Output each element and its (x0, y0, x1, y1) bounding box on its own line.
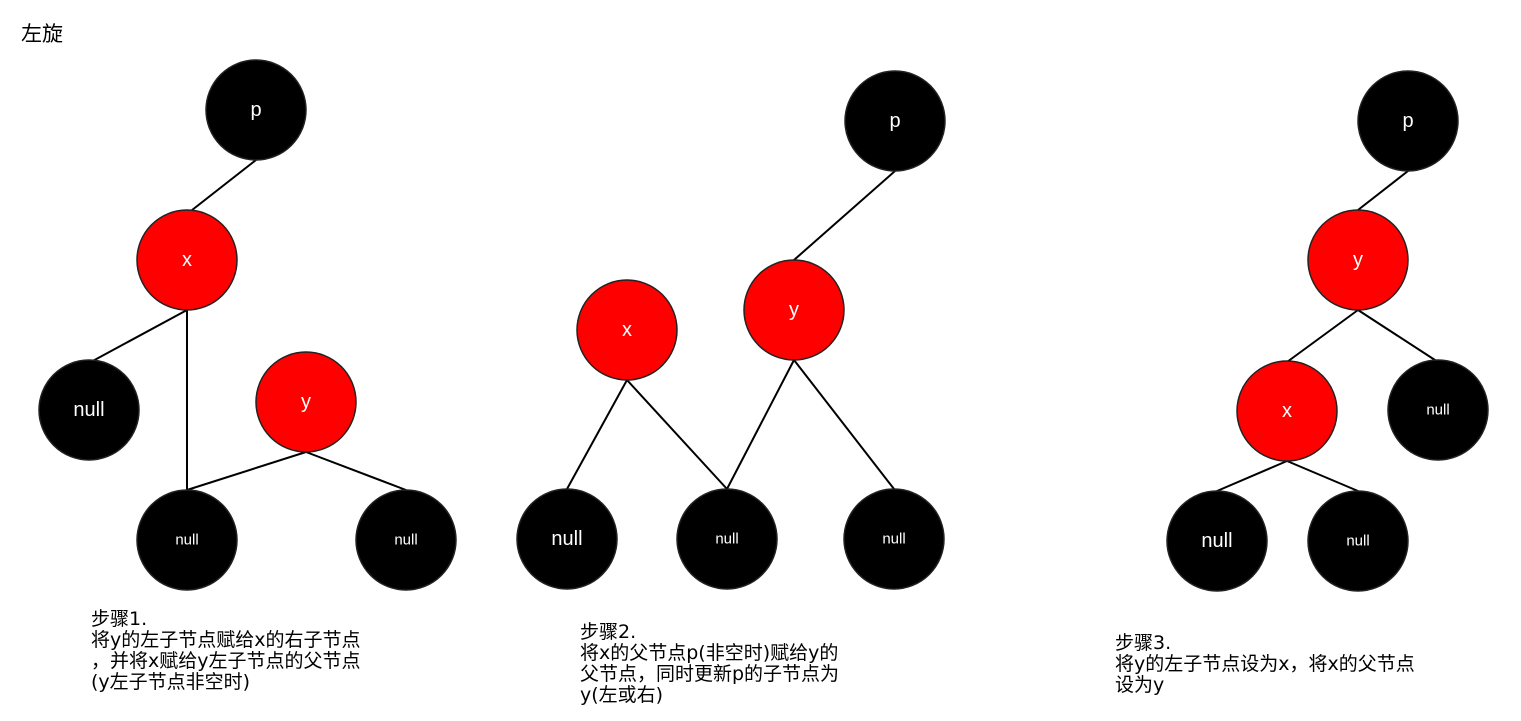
node-null-left: null (516, 488, 618, 590)
node-label: x (1282, 400, 1292, 422)
node-p: p (205, 59, 307, 161)
caption-line: 步骤2. (580, 621, 637, 643)
node-label: null (882, 531, 905, 548)
step1-caption: 步骤1. 将y的左子节点赋给x的右子节点 ，并将x赋给y左子节点的父节点 (y左… (91, 609, 361, 693)
node-null-left: null (1166, 490, 1268, 592)
edge-x-null2 (1286, 460, 1359, 492)
node-label: null (1346, 533, 1369, 550)
node-p: p (844, 70, 946, 172)
node-y: y (743, 259, 845, 361)
step3-caption: 步骤3. 将y的左子节点设为x，将x的父节点 设为y (1115, 633, 1415, 696)
node-null-middle: null (136, 489, 238, 591)
node-label: null (715, 531, 738, 548)
edge-y-null2 (726, 359, 795, 490)
node-label: null (73, 399, 104, 421)
node-label: x (182, 249, 192, 271)
node-label: y (301, 391, 311, 413)
node-null-left: null (38, 359, 140, 461)
node-label: y (789, 299, 799, 321)
caption-line: 将y的左子节点赋给x的右子节点 (91, 629, 361, 651)
node-label: null (1201, 530, 1232, 552)
node-label: null (175, 532, 198, 549)
node-x: x (136, 209, 238, 311)
step2-tree: p x y null null null (516, 70, 946, 590)
node-null-right: null (355, 489, 457, 591)
node-label: null (551, 528, 582, 550)
node-y: y (1307, 209, 1409, 311)
node-null-middle: null (676, 488, 778, 590)
node-label: null (394, 532, 417, 549)
edge-y-null (1357, 309, 1439, 363)
step2-caption: 步骤2. 将x的父节点p(非空时)赋给y的 父节点，同时更新p的子节点为 y(左… (580, 622, 839, 706)
node-label: p (889, 110, 900, 132)
caption-line: 将x的父节点p(非空时)赋给y的 (580, 642, 839, 664)
edge-y-null3 (305, 451, 407, 491)
edge-p-y (793, 170, 896, 261)
edge-y-null3 (793, 359, 895, 490)
node-x: x (576, 279, 678, 381)
caption-line: 步骤1. (91, 608, 148, 630)
node-x: x (1236, 360, 1338, 462)
caption-line: 父节点，同时更新p的子节点为 (580, 663, 840, 685)
caption-line: y(左或右) (580, 684, 664, 706)
step3-tree: p y x null null null (1166, 70, 1489, 592)
edge-p-y (1357, 170, 1409, 211)
node-p: p (1357, 70, 1459, 172)
step1-tree: p x y null null null (38, 59, 457, 591)
edge-y-null2 (186, 451, 307, 491)
edge-x-null1 (566, 379, 628, 490)
node-null-right: null (1387, 359, 1489, 461)
edge-x-null2 (626, 379, 728, 490)
node-null-right: null (843, 488, 945, 590)
diagram-title: 左旋 (21, 22, 63, 46)
node-label: x (622, 319, 632, 341)
node-label: null (1426, 402, 1449, 419)
node-y: y (255, 351, 357, 453)
node-label: y (1353, 249, 1363, 271)
edge-p-x (186, 159, 257, 215)
edge-x-null1 (88, 309, 188, 364)
node-label: p (1402, 110, 1413, 132)
caption-line: (y左子节点非空时) (91, 671, 251, 693)
caption-line: 步骤3. (1115, 632, 1172, 654)
caption-line: 设为y (1115, 674, 1165, 696)
caption-line: ，并将x赋给y左子节点的父节点 (91, 650, 361, 672)
node-label: p (250, 99, 261, 121)
node-null-middle: null (1307, 490, 1409, 592)
caption-line: 将y的左子节点设为x，将x的父节点 (1115, 653, 1415, 675)
edge-x-null1 (1216, 460, 1288, 492)
edge-y-x (1286, 309, 1359, 363)
